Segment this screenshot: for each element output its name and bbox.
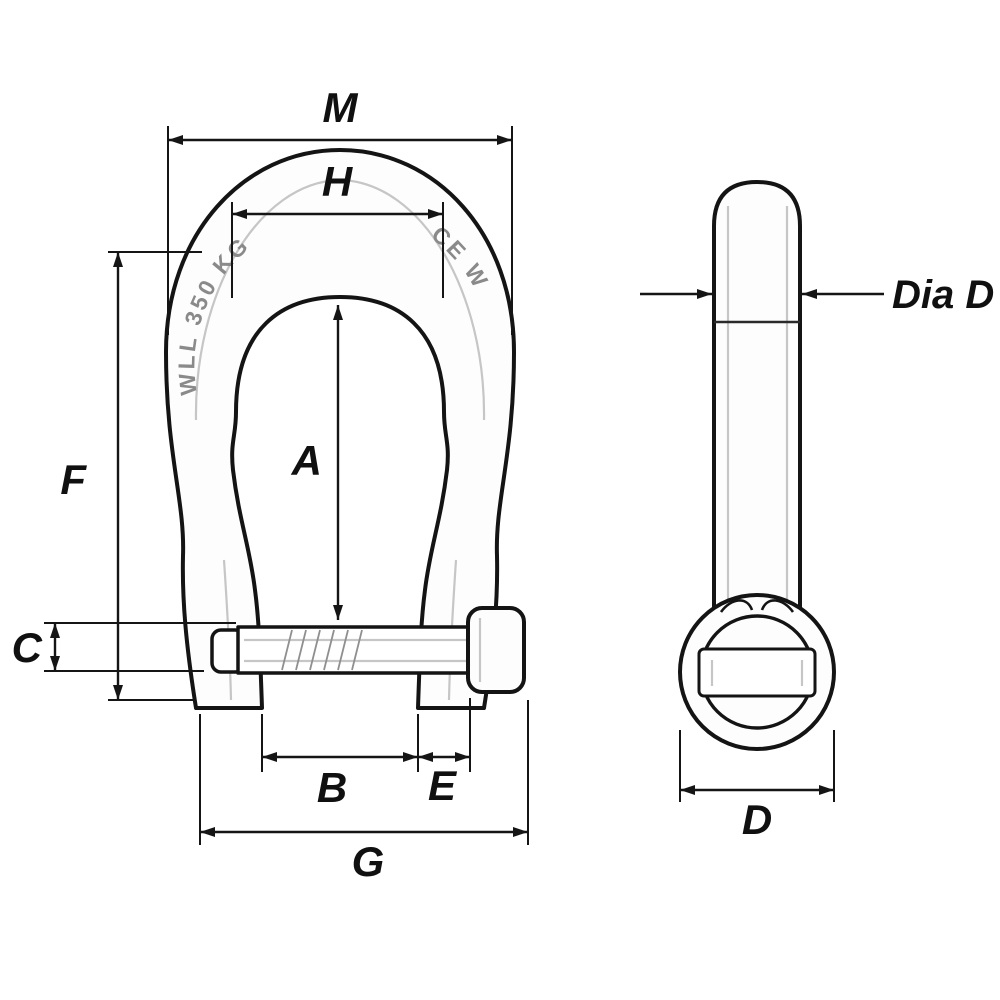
side-view-pin: Dia D D	[640, 180, 994, 843]
dim-D-label: D	[742, 796, 772, 843]
dimension-A: A	[291, 305, 343, 620]
dimension-M: M	[167, 84, 513, 335]
dim-B-label: B	[317, 764, 347, 811]
dimension-C: C	[12, 622, 236, 672]
dim-A-label: A	[291, 437, 322, 484]
dimension-G: G	[199, 700, 529, 885]
pin-head	[466, 606, 526, 694]
dim-G-label: G	[352, 838, 385, 885]
pin-eye-ear-left	[719, 599, 754, 613]
dim-C-label: C	[12, 624, 43, 671]
pin-shaft-side	[712, 180, 802, 642]
pin-eye-ear-right	[760, 599, 795, 613]
pin-knurl-hatch	[281, 629, 363, 671]
front-view: WLL 350 KG CE W	[12, 84, 529, 885]
dimension-dia-d: Dia D	[640, 273, 994, 317]
dimension-H: H	[231, 158, 444, 298]
dim-E-label: E	[428, 762, 458, 809]
dim-F-label: F	[60, 456, 87, 503]
pin-eye-sleeve	[697, 647, 817, 698]
dimension-F: F	[60, 251, 202, 701]
pin-front	[210, 606, 526, 694]
dimension-E: E	[418, 698, 471, 809]
dimension-B: B	[261, 714, 419, 811]
dimension-D: D	[679, 730, 835, 843]
dim-H-label: H	[322, 158, 354, 205]
shackle-body	[164, 148, 516, 710]
dim-M-label: M	[323, 84, 359, 131]
dim-diaD-label: Dia D	[892, 273, 994, 317]
bow-shading-line	[194, 178, 486, 421]
